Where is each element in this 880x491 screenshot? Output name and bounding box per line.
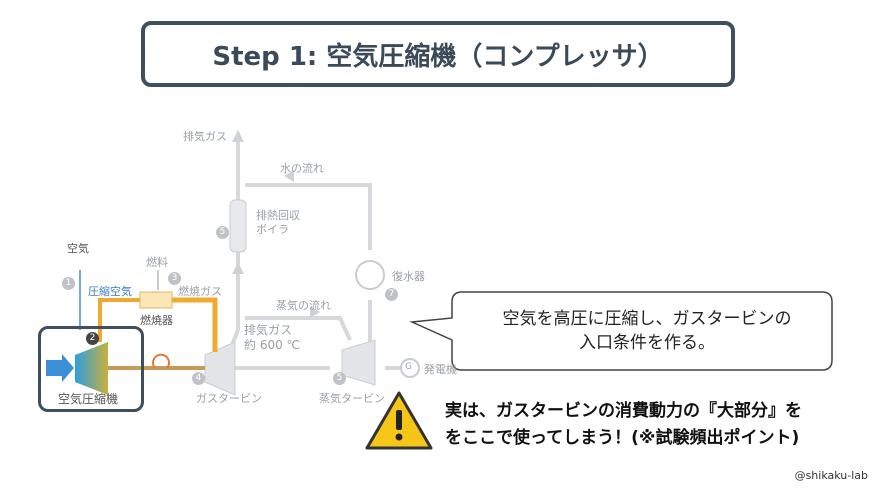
- step-number-5-steam: 5: [333, 372, 346, 385]
- combustor-label: 燃焼器: [140, 314, 173, 327]
- rotation-arrow: [152, 353, 170, 369]
- generator-symbol: [400, 358, 420, 378]
- step-number-7: 7: [385, 288, 398, 301]
- warning-line-2: をここで使ってしまう！(※試験頻出ポイント): [445, 428, 800, 448]
- callout-text: 空気を高圧に圧縮し、ガスタービンの 入口条件を作る。: [462, 307, 832, 355]
- water-flow-label: 水の流れ: [280, 162, 324, 175]
- combustion-gas-label: 燃焼ガス: [178, 285, 222, 298]
- page-title: Step 1: 空気圧縮機（コンプレッサ）: [141, 21, 735, 87]
- steam-flow-pipe: [245, 316, 352, 341]
- generator-g-label: G: [405, 362, 412, 372]
- steam-flow-label: 蒸気の流れ: [276, 299, 331, 312]
- combustor-shape: [139, 291, 173, 309]
- gas-turbine-label: ガスタービン: [196, 392, 262, 405]
- generator-label: 発電機: [424, 363, 457, 376]
- step-number-3: 3: [168, 272, 181, 285]
- air-label: 空気: [67, 242, 89, 255]
- water-flow-pipe: [245, 183, 372, 250]
- callout-bubble: [409, 291, 833, 371]
- exhaust-temp-label: 約 600 ℃: [244, 338, 301, 352]
- exhaust-up-arrow: [232, 130, 244, 142]
- exhaust-gas-label: 排気ガス: [183, 130, 227, 143]
- combustion-gas-pipe: [172, 297, 218, 352]
- flow-arrows: [232, 130, 320, 318]
- fuel-label: 燃料: [146, 256, 168, 269]
- steam-turbine-shape: [341, 339, 376, 386]
- callout-line-2: 入口条件を作る。: [579, 333, 715, 353]
- callout-line-1: 空気を高圧に圧縮し、ガスタービンの: [502, 309, 792, 329]
- credit-label: @shikaku-lab: [794, 469, 868, 482]
- steam-turbine-label: 蒸気タービン: [319, 392, 385, 405]
- exhaust-gas-label-2: 排気ガス: [244, 323, 293, 337]
- air-inlet-arrow: [46, 354, 74, 382]
- hrsg-label: 排熱回収: [256, 209, 300, 222]
- step-number-5-hrsg: 5: [216, 226, 229, 239]
- condenser-label: 復水器: [392, 270, 425, 283]
- hrsg-label-2: ボイラ: [256, 223, 289, 236]
- water-left-arrow: [284, 170, 294, 182]
- compressor-highlight-box: [38, 326, 144, 412]
- compressor-label: 空気圧縮機: [58, 392, 119, 406]
- compressor-shape: [75, 342, 108, 395]
- compressed-air-label: 圧縮空気: [88, 285, 132, 298]
- step-number-4: 4: [192, 372, 205, 385]
- steam-right-arrow: [310, 306, 320, 318]
- gas-turbine-shape: [204, 341, 236, 396]
- step-number-2: 2: [86, 332, 99, 345]
- warning-text: 実は、ガスタービンの消費動力の『大部分』を をここで使ってしまう！(※試験頻出ポ…: [445, 398, 802, 452]
- condenser-symbol: [355, 260, 385, 290]
- hrsg-vessel: [229, 199, 247, 253]
- warning-line-1: 実は、ガスタービンの消費動力の『大部分』を: [445, 401, 802, 421]
- step-number-1: 1: [62, 277, 75, 290]
